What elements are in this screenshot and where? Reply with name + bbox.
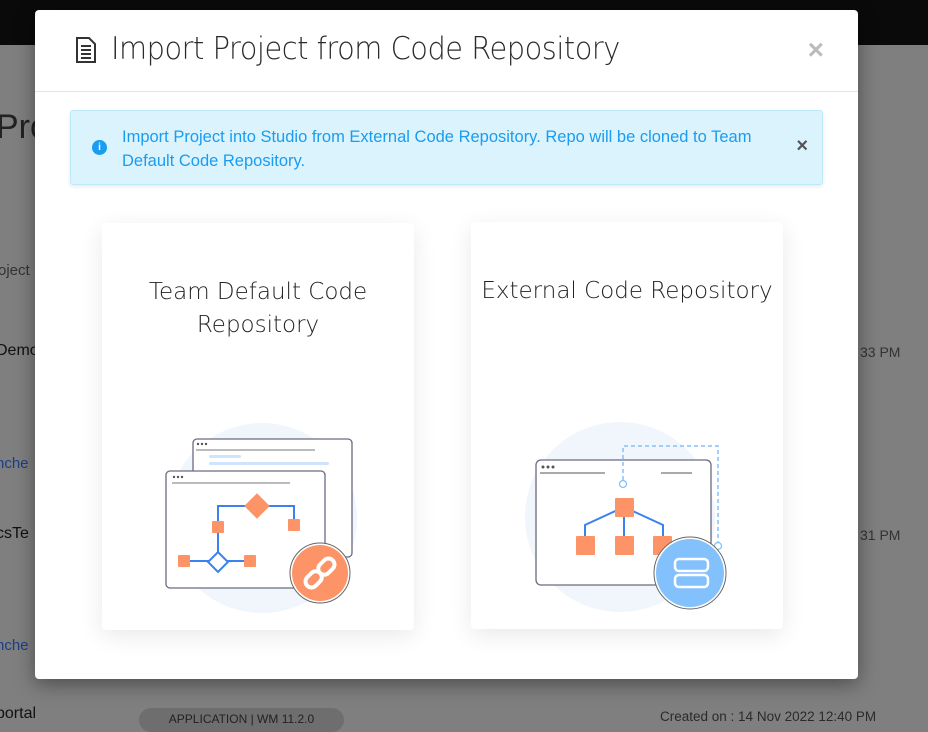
link-icon: [303, 556, 337, 590]
project-type-badge: APPLICATION | WM 11.2.0: [139, 708, 344, 732]
close-modal-button[interactable]: ×: [807, 34, 824, 65]
modal-header: Import Project from Code Repository ×: [35, 10, 858, 92]
flowchart-link-illustration: [165, 423, 357, 613]
project-name[interactable]: portal: [0, 705, 37, 722]
option-team-default-repository[interactable]: Team Default Code Repository: [102, 223, 414, 630]
branches-link[interactable]: nche: [0, 455, 29, 472]
info-alert: i Import Project into Studio from Extern…: [70, 110, 823, 185]
project-time: 33 PM: [860, 344, 901, 360]
hierarchy-server-illustration: [525, 422, 727, 612]
branches-link[interactable]: nche: [0, 637, 29, 654]
dismiss-alert-button[interactable]: ×: [796, 135, 808, 157]
import-project-modal: Import Project from Code Repository × i …: [35, 10, 858, 679]
search-input[interactable]: oject: [0, 262, 30, 279]
option-external-repository[interactable]: External Code Repository: [471, 222, 783, 629]
alert-text: Import Project into Studio from External…: [122, 128, 752, 170]
document-icon: [76, 37, 96, 63]
option-title: Team Default Code Repository: [148, 279, 368, 338]
modal-title: Import Project from Code Repository: [111, 31, 620, 67]
info-icon: i: [92, 140, 107, 155]
option-title: External Code Repository: [481, 278, 773, 304]
server-icon: [673, 557, 710, 589]
project-time: 31 PM: [860, 527, 901, 543]
created-on: Created on : 14 Nov 2022 12:40 PM: [660, 709, 877, 724]
project-name[interactable]: csTe: [0, 525, 29, 542]
project-name[interactable]: Demo: [0, 342, 39, 359]
